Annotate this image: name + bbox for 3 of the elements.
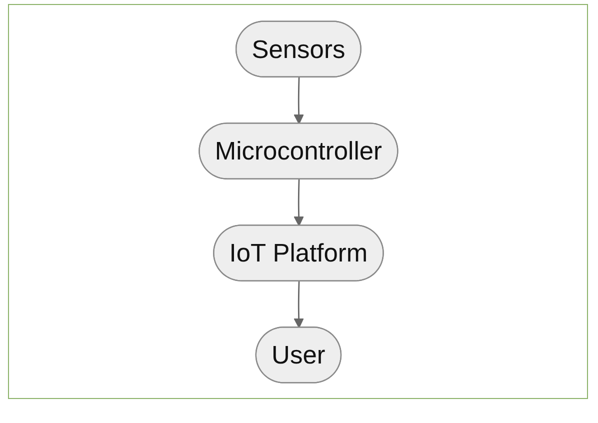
arrow [293, 76, 304, 124]
arrow [293, 178, 304, 226]
arrow [293, 280, 304, 328]
